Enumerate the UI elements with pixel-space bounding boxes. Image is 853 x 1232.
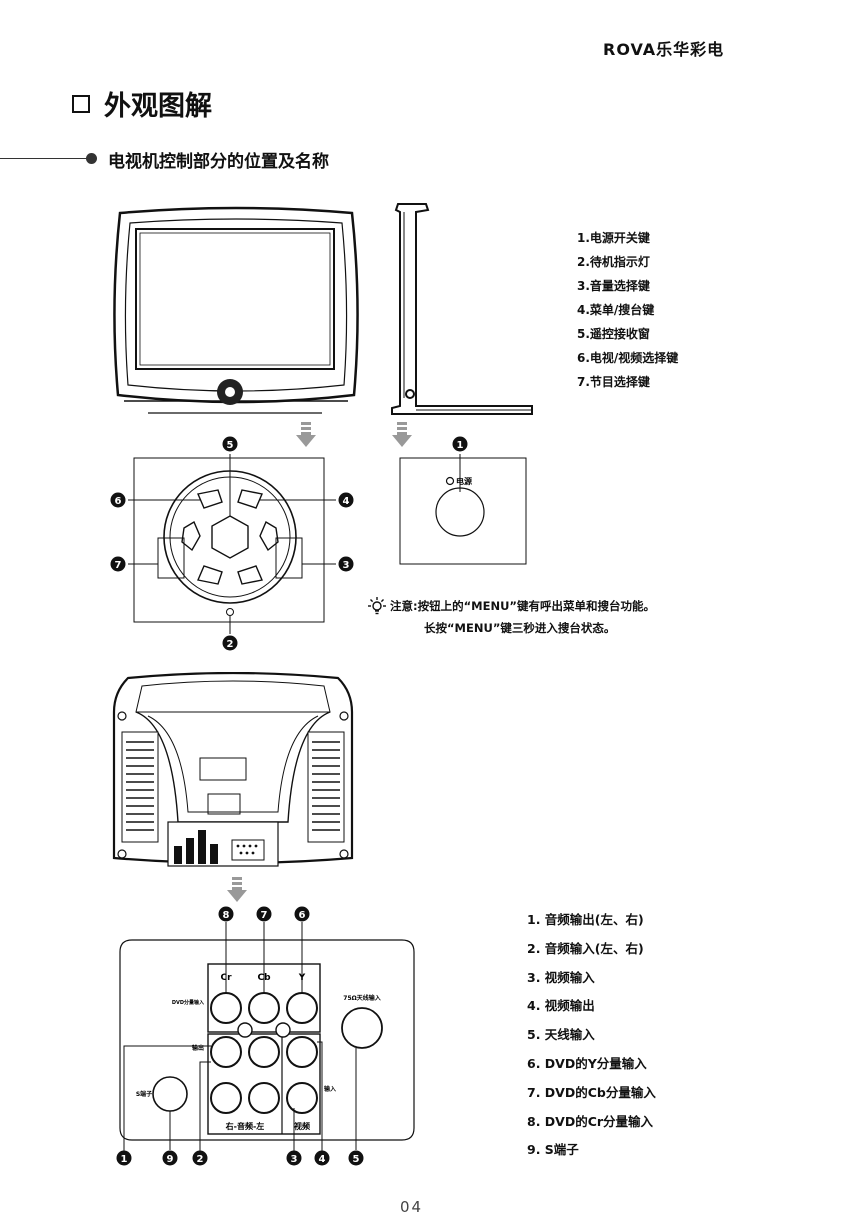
arrow-down-icon bbox=[296, 422, 316, 447]
list-item: 2. 音频输入(左、右) bbox=[527, 940, 644, 956]
callout-1: 1 bbox=[116, 1150, 132, 1166]
svg-text:4: 4 bbox=[343, 496, 350, 507]
subsection-title: 电视机控制部分的位置及名称 bbox=[108, 152, 329, 172]
callout-3: 3 bbox=[338, 556, 354, 572]
svg-text:6: 6 bbox=[299, 910, 306, 921]
list-item: 5.遥控接收窗 bbox=[577, 327, 650, 341]
callout-1: 1 bbox=[452, 436, 468, 452]
label-s-terminal: S端子 bbox=[136, 1090, 152, 1098]
callout-7: 7 bbox=[110, 556, 126, 572]
svg-text:7: 7 bbox=[115, 560, 122, 571]
list-item: 4.菜单/搜台键 bbox=[577, 303, 655, 317]
svg-text:8: 8 bbox=[223, 910, 230, 921]
callout-4: 4 bbox=[338, 492, 354, 508]
svg-text:1: 1 bbox=[121, 1154, 128, 1165]
subsection-rule bbox=[0, 158, 90, 159]
callout-7: 7 bbox=[256, 906, 272, 922]
label-dvd-input: DVD分量输入 bbox=[172, 999, 204, 1006]
svg-text:5: 5 bbox=[227, 440, 234, 451]
power-button-diagram: 1 电源 bbox=[399, 436, 527, 565]
list-item: 7.节目选择键 bbox=[577, 375, 650, 389]
label-antenna: 75Ω天线输入 bbox=[343, 994, 380, 1002]
callout-6: 6 bbox=[110, 492, 126, 508]
list-item: 4. 视频输出 bbox=[527, 998, 595, 1014]
svg-text:1: 1 bbox=[457, 440, 464, 451]
tv-front-illustration bbox=[113, 206, 359, 414]
list-item: 1.电源开关键 bbox=[577, 231, 650, 245]
note-line-2: 长按“MENU”键三秒进入搜台状态。 bbox=[424, 621, 616, 635]
rear-panel-diagram: Cr Cb Y DVD分量输入 75Ω天线输入 输出 输入 右-音频-左 视频 … bbox=[116, 906, 415, 1166]
power-label: 电源 bbox=[456, 476, 472, 486]
callout-9: 9 bbox=[162, 1150, 178, 1166]
tv-rear-illustration bbox=[112, 672, 354, 867]
square-icon bbox=[72, 94, 90, 113]
list-item: 7. DVD的Cb分量输入 bbox=[527, 1084, 656, 1100]
callout-5: 5 bbox=[348, 1150, 364, 1166]
rear-parts-list: 1. 音频输出(左、右) 2. 音频输入(左、右) 3. 视频输入 4. 视频输… bbox=[527, 906, 656, 1165]
svg-text:7: 7 bbox=[261, 910, 268, 921]
brand-logo: ROVA乐华彩电 bbox=[603, 40, 725, 59]
label-audio: 右-音频-左 bbox=[225, 1121, 265, 1131]
arrow-down-icon bbox=[227, 877, 247, 902]
page-number: 04 bbox=[400, 1198, 424, 1216]
svg-text:3: 3 bbox=[343, 560, 350, 571]
list-item: 2.待机指示灯 bbox=[577, 255, 650, 269]
callout-2: 2 bbox=[222, 635, 238, 651]
svg-text:3: 3 bbox=[291, 1154, 298, 1165]
list-item: 1. 音频输出(左、右) bbox=[527, 912, 644, 927]
section-title-text: 外观图解 bbox=[104, 91, 212, 122]
note-line-1: 注意:按钮上的“MENU”键有呼出菜单和搜台功能。 bbox=[368, 597, 655, 615]
label-video: 视频 bbox=[294, 1121, 310, 1131]
control-pad-diagram: 5 6 4 7 3 2 bbox=[110, 436, 354, 651]
label-output: 输出 bbox=[192, 1044, 204, 1052]
list-item: 3.音量选择键 bbox=[577, 279, 650, 293]
power-icon bbox=[445, 476, 455, 486]
arrow-down-icon bbox=[392, 422, 412, 447]
tv-side-illustration bbox=[391, 203, 533, 415]
list-item: 9. S端子 bbox=[527, 1142, 579, 1158]
list-item: 8. DVD的Cr分量输入 bbox=[527, 1113, 654, 1129]
label-input: 输入 bbox=[324, 1085, 336, 1093]
lightbulb-icon bbox=[368, 597, 386, 615]
list-item: 6.电视/视频选择键 bbox=[577, 351, 679, 365]
bullet-dot-icon bbox=[86, 153, 97, 164]
callout-5: 5 bbox=[222, 436, 238, 452]
svg-text:2: 2 bbox=[197, 1154, 204, 1165]
list-item: 6. DVD的Y分量输入 bbox=[527, 1055, 647, 1071]
svg-text:2: 2 bbox=[227, 639, 234, 650]
list-item: 5. 天线输入 bbox=[527, 1027, 595, 1043]
callout-2: 2 bbox=[192, 1150, 208, 1166]
callout-3: 3 bbox=[286, 1150, 302, 1166]
list-item: 3. 视频输入 bbox=[527, 969, 595, 985]
section-title: 外观图解 bbox=[72, 84, 212, 123]
callout-4: 4 bbox=[314, 1150, 330, 1166]
svg-text:9: 9 bbox=[167, 1154, 174, 1165]
callout-8: 8 bbox=[218, 906, 234, 922]
callout-6: 6 bbox=[294, 906, 310, 922]
svg-text:6: 6 bbox=[115, 496, 122, 507]
front-parts-list: 1.电源开关键 2.待机指示灯 3.音量选择键 4.菜单/搜台键 5.遥控接收窗… bbox=[577, 226, 678, 394]
svg-text:5: 5 bbox=[353, 1154, 360, 1165]
svg-text:4: 4 bbox=[319, 1154, 326, 1165]
